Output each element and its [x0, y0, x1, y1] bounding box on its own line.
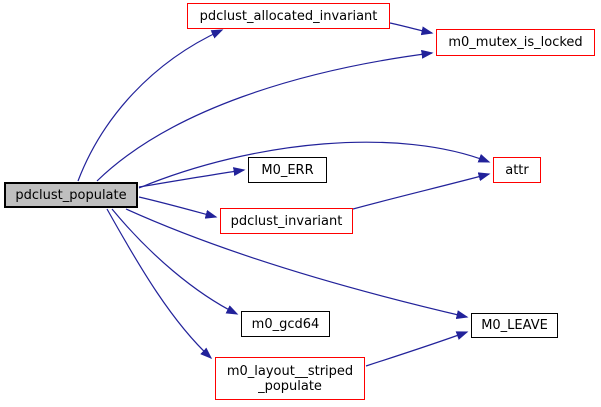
node-m0-err[interactable]: M0_ERR [248, 157, 327, 183]
node-label: pdclust_invariant [230, 213, 343, 229]
node-pdclust-invariant[interactable]: pdclust_invariant [220, 208, 353, 234]
edge-pdclust_populate-to-pdclust_invariant [138, 196, 218, 219]
node-pdclust-allocated-invariant[interactable]: pdclust_allocated_invariant [187, 3, 390, 29]
node-label: pdclust_allocated_invariant [199, 8, 378, 24]
edge-pdclust_allocated_invariant-to-m0_mutex_is_locked [389, 22, 434, 36]
node-label: M0_LEAVE [481, 318, 548, 333]
node-m0-layout-striped-populate[interactable]: m0_layout__striped _populate [215, 357, 365, 400]
node-m0-gcd64[interactable]: m0_gcd64 [241, 311, 330, 337]
node-label: m0_mutex_is_locked [448, 35, 583, 50]
node-attr[interactable]: attr [493, 157, 541, 183]
node-label-line2: _populate [258, 378, 322, 394]
edge-pdclust_populate-to-m0_layout__striped_populate [106, 208, 213, 360]
edge-pdclust_populate-to-pdclust_allocated_invariant [77, 29, 224, 182]
node-label: pdclust_populate [15, 187, 127, 203]
edge-pdclust_populate-to-m0_mutex_is_locked [96, 49, 434, 182]
node-m0-mutex-is-locked[interactable]: m0_mutex_is_locked [436, 29, 595, 56]
edge-pdclust_invariant-to-attr [352, 172, 491, 210]
edge-m0_layout__striped_populate-to-M0_LEAVE [365, 331, 469, 367]
edge-pdclust_populate-to-m0_gcd64 [111, 208, 239, 315]
node-pdclust-populate: pdclust_populate [4, 182, 138, 208]
node-label: m0_gcd64 [251, 316, 320, 332]
edge-pdclust_populate-to-M0_ERR [138, 167, 246, 188]
node-m0-leave[interactable]: M0_LEAVE [471, 313, 558, 338]
edge-pdclust_populate-to-M0_LEAVE [125, 208, 469, 320]
node-label-line1: m0_layout__striped [226, 363, 354, 379]
node-label: attr [505, 162, 529, 178]
node-label: M0_ERR [261, 162, 314, 178]
edge-pdclust_populate-to-attr [138, 141, 491, 189]
